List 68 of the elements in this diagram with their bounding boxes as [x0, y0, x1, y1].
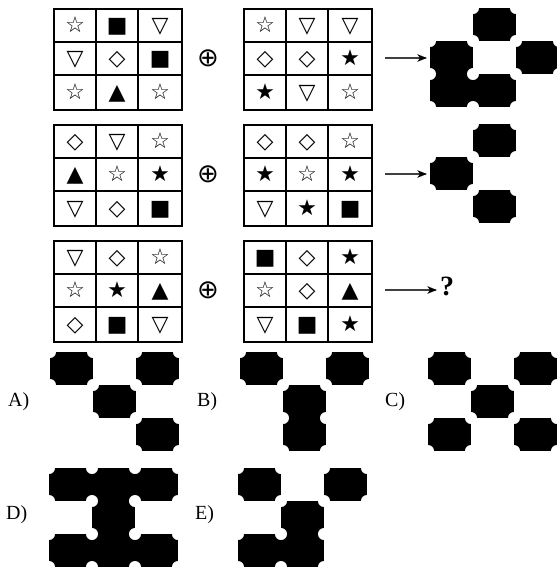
symbol-cell: ▽ [139, 10, 181, 43]
symbol-cell: ▲ [329, 275, 371, 308]
symbol-cell: ◇ [245, 43, 287, 76]
symbol-cell: ■ [97, 308, 139, 341]
symbol-cell: ◇ [97, 192, 139, 225]
symbol-cell: ◇ [287, 275, 329, 308]
symbol-cell: ★ [245, 76, 287, 109]
option-letter: C) [385, 390, 405, 410]
option-letter: B) [197, 390, 217, 410]
xor-operator: ⊕ [197, 277, 219, 303]
symbol-cell: ◇ [287, 126, 329, 159]
symbol-cell: ◇ [97, 43, 139, 76]
symbol-cell: ☆ [245, 275, 287, 308]
symbol-cell: ☆ [245, 10, 287, 43]
symbol-cell: ▽ [287, 76, 329, 109]
symbol-cell: ★ [329, 43, 371, 76]
symbol-cell-text: ■ [338, 194, 362, 222]
symbol-cell: ★ [97, 275, 139, 308]
symbol-cell: ◇ [287, 43, 329, 76]
symbol-cell: ☆ [139, 242, 181, 275]
symbol-cell: ▽ [287, 10, 329, 43]
symbol-cell: ▲ [97, 76, 139, 109]
symbol-cell: ▽ [55, 192, 97, 225]
symbol-cell-text: ■ [148, 194, 172, 222]
symbol-cell: ★ [245, 159, 287, 192]
symbol-cell: ★ [329, 242, 371, 275]
symbol-cell: ■ [97, 10, 139, 43]
symbol-cell: ▽ [245, 192, 287, 225]
block-pattern-drawing [430, 8, 557, 107]
xor-operator: ⊕ [197, 45, 219, 71]
symbol-cell: ▽ [97, 126, 139, 159]
symbol-cell: ☆ [139, 126, 181, 159]
symbol-cell-text: ☆ [149, 78, 171, 106]
option-letter: D) [6, 503, 28, 523]
symbol-cell-text: ★ [339, 310, 361, 338]
symbol-cell: ◇ [287, 242, 329, 275]
symbol-cell: ☆ [55, 76, 97, 109]
symbol-cell: ▽ [329, 10, 371, 43]
symbol-cell: ■ [287, 308, 329, 341]
symbol-cell: ☆ [55, 275, 97, 308]
symbol-cell: ★ [329, 159, 371, 192]
symbol-cell: ☆ [329, 126, 371, 159]
symbol-cell: ◇ [55, 308, 97, 341]
symbol-cell: ◇ [55, 126, 97, 159]
symbol-cell: ☆ [55, 10, 97, 43]
symbol-cell: ▽ [245, 308, 287, 341]
arrow [385, 170, 427, 178]
symbol-cell-text: ☆ [339, 78, 361, 106]
symbol-cell: ☆ [97, 159, 139, 192]
symbol-cell: ■ [139, 43, 181, 76]
option-letter: E) [195, 503, 214, 523]
symbol-cell: ▲ [55, 159, 97, 192]
symbol-cell-text: ▽ [150, 310, 170, 338]
block-pattern-drawing [430, 124, 516, 223]
xor-operator: ⊕ [197, 161, 219, 187]
symbol-cell: ▽ [55, 43, 97, 76]
symbol-cell: ◇ [245, 126, 287, 159]
symbol-cell: ■ [245, 242, 287, 275]
symbol-cell: ◇ [97, 242, 139, 275]
symbol-cell: ★ [139, 159, 181, 192]
symbol-cell: ▽ [55, 242, 97, 275]
symbol-cell: ▲ [139, 275, 181, 308]
question-mark: ? [440, 273, 454, 301]
symbol-cell: ★ [287, 192, 329, 225]
symbol-cell: ☆ [287, 159, 329, 192]
arrow [385, 54, 427, 62]
arrow [385, 286, 437, 294]
option-letter: A) [8, 390, 30, 410]
